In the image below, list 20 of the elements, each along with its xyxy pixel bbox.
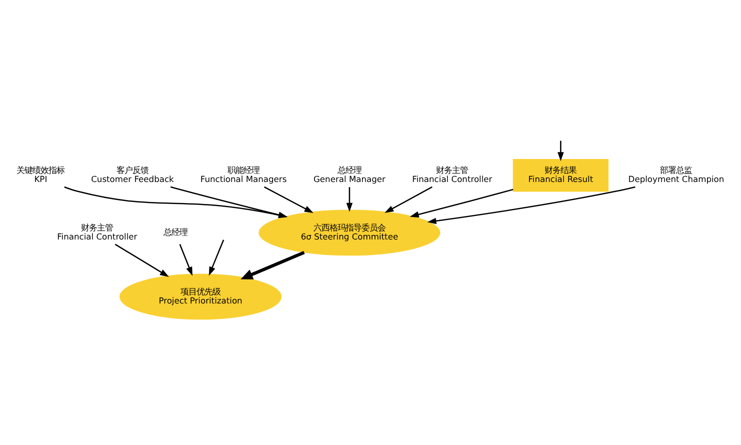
arrow: [264, 186, 314, 212]
arrow: [558, 140, 564, 161]
node-text: 总经理: [164, 226, 188, 236]
node-text: 关键绩效指标 KPI: [16, 164, 65, 184]
arrow: [114, 243, 169, 276]
node-box: 财务结果 Financial Result: [512, 158, 609, 192]
arrow: [208, 239, 224, 276]
arrow: [427, 186, 636, 224]
node-text: 财务主管 Financial Controller: [412, 164, 492, 184]
arrow: [384, 186, 432, 212]
node-text: 客户反馈 Customer Feedback: [91, 164, 174, 184]
node-text: 总经理 General Manager: [313, 164, 386, 184]
arrow: [179, 244, 192, 276]
arrow: [240, 250, 305, 279]
arrow: [346, 186, 353, 212]
node-ellipse: 项目优先级 Project Prioritization: [120, 273, 282, 320]
node-text: 职能经理 Functional Managers: [200, 164, 287, 184]
node-text: 部署总监 Deployment Champion: [628, 164, 724, 184]
node-text: 财务主管 Financial Controller: [57, 222, 138, 241]
arrow: [410, 188, 514, 218]
